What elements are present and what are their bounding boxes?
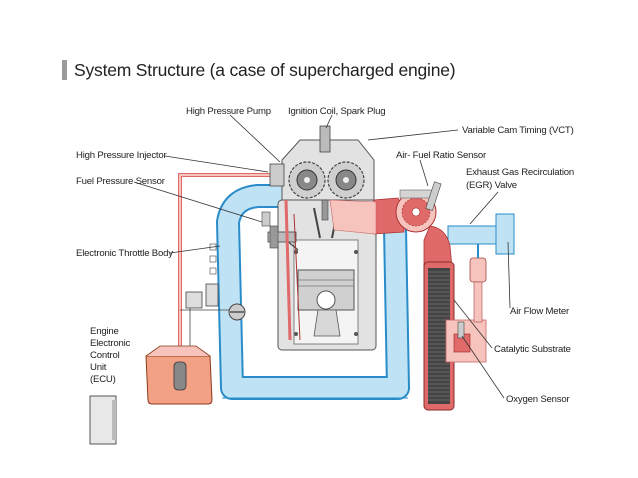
label-throttle-body: Electronic Throttle Body xyxy=(76,248,173,259)
label-vct: Variable Cam Timing (VCT) xyxy=(462,125,574,136)
label-ignition-coil: Ignition Coil, Spark Plug xyxy=(288,106,385,117)
label-high-pressure-pump: High Pressure Pump xyxy=(186,106,271,117)
oxygen-sensor xyxy=(457,321,465,339)
label-egr-line2: (EGR) Valve xyxy=(466,180,517,191)
leader-lines xyxy=(133,114,511,399)
throttle-body xyxy=(228,303,246,321)
exhaust-manifold xyxy=(329,197,405,235)
component-labels: High Pressure Pump Ignition Coil, Spark … xyxy=(76,106,574,405)
engine-block xyxy=(277,139,377,351)
label-high-pressure-injector: High Pressure Injector xyxy=(76,150,168,161)
ignition-coil xyxy=(319,125,331,221)
label-oxygen-sensor: Oxygen Sensor xyxy=(506,394,571,405)
intake-side-sensors xyxy=(209,243,217,275)
label-ecu-line3: Control xyxy=(90,350,120,361)
high-pressure-pump xyxy=(269,163,285,187)
air-intake-pipe xyxy=(447,213,515,255)
fuel-tank xyxy=(145,345,213,405)
label-ecu-line5: (ECU) xyxy=(90,374,116,385)
egr-valve xyxy=(469,244,487,323)
label-afr-sensor: Air- Fuel Ratio Sensor xyxy=(396,150,487,161)
camshaft-gears xyxy=(288,161,365,199)
fuel-rail xyxy=(284,199,301,341)
page-title: System Structure (a case of supercharged… xyxy=(74,60,456,80)
fuel-filter xyxy=(185,283,219,309)
label-fuel-pressure-sensor: Fuel Pressure Sensor xyxy=(76,176,166,187)
fuel-pressure-sensor xyxy=(261,211,271,227)
label-egr-line1: Exhaust Gas Recirculation xyxy=(466,167,574,178)
air-fuel-ratio-sensor xyxy=(425,181,442,211)
catalytic-converter xyxy=(423,261,487,411)
label-catalytic-substrate: Catalytic Substrate xyxy=(494,344,571,355)
supercharger xyxy=(395,189,437,233)
title-accent-bar xyxy=(62,60,67,80)
label-ecu-line2: Electronic xyxy=(90,338,131,349)
label-air-flow-meter: Air Flow Meter xyxy=(510,306,570,317)
label-ecu-line1: Engine xyxy=(90,326,119,337)
intake-air-duct xyxy=(216,184,410,400)
label-ecu-line4: Unit xyxy=(90,362,107,373)
fuel-line xyxy=(178,173,278,360)
ecu-box xyxy=(89,395,117,445)
